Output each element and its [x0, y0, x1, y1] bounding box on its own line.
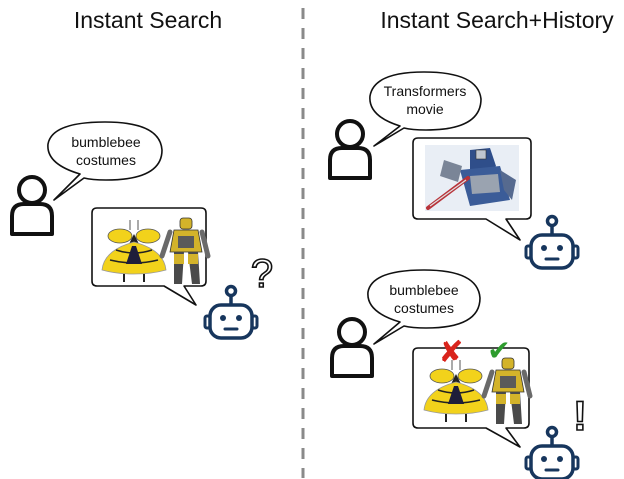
user-query-line-1: bumblebee: [71, 134, 140, 150]
right-panel-title: Instant Search+History: [380, 7, 614, 33]
robot-icon-history: [524, 214, 580, 270]
user-speech-bubble-right: bumblebee costumes: [367, 269, 481, 345]
transformer-picture: [425, 145, 519, 211]
user-icon: [10, 175, 54, 236]
robot-icon: [203, 284, 259, 340]
exclamation-mark-icon: !: [573, 392, 587, 439]
history-query-line-1: Transformers: [384, 83, 467, 99]
history-result-box: [412, 137, 532, 241]
user-query-right-line-2: costumes: [394, 300, 454, 316]
user-query-right-line-1: bumblebee: [389, 282, 458, 298]
history-speech-bubble: Transformers movie: [369, 71, 482, 147]
check-icon: ✔: [487, 334, 510, 367]
left-panel-title: Instant Search: [74, 7, 222, 33]
robot-icon-right: [524, 425, 580, 479]
user-speech-bubble: bumblebee costumes: [47, 121, 163, 201]
cross-icon: ✘: [438, 335, 463, 370]
question-mark-icon: ?: [251, 252, 273, 296]
user-icon-right: [330, 317, 374, 378]
search-result-box: [91, 207, 208, 306]
user-query-line-2: costumes: [76, 152, 136, 168]
history-query-line-2: movie: [406, 101, 444, 117]
user-icon-history: [328, 119, 372, 180]
search-result-box-right: [412, 347, 530, 448]
